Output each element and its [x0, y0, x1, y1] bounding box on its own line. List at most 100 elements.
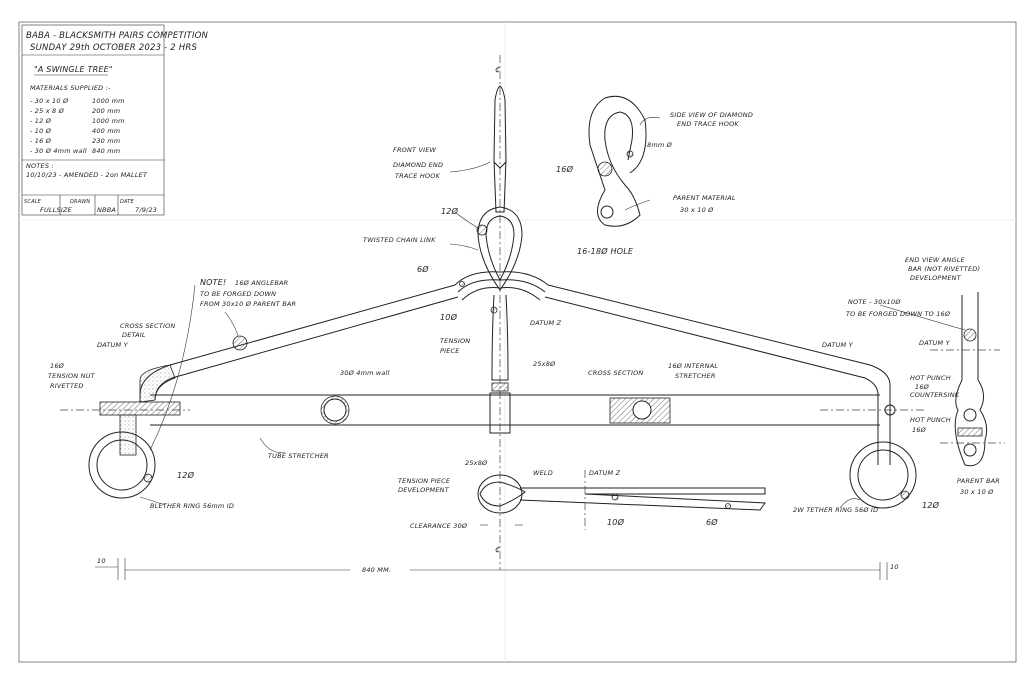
- label-clearance: CLEARANCE 30Ø: [410, 522, 468, 530]
- label-note: TO BE FORGED DOWN: [200, 290, 276, 298]
- label-tension-piece: TENSION: [440, 337, 470, 345]
- label-datum-z: DATUM Z: [589, 469, 621, 477]
- label-cs-detail: CROSS SECTION: [120, 322, 176, 330]
- label-end-view: END VIEW ANGLE: [905, 256, 966, 264]
- label-tension-piece: PIECE: [440, 347, 460, 355]
- label-side-view: SIDE VIEW OF DIAMOND: [670, 111, 753, 119]
- leader-lines: [139, 117, 966, 509]
- centerline-symbol: ¢: [495, 545, 500, 554]
- label-datum-y: DATUM Y: [919, 339, 951, 347]
- left-angle-bar: [99, 284, 459, 456]
- material-length: 200 mm: [92, 107, 120, 115]
- note-text: 10/10/23 - AMENDED - 2on MALLET: [26, 171, 148, 179]
- notes-heading: NOTES :: [26, 162, 54, 170]
- label-left-ring: BLETHER RING 56mm ID: [150, 502, 234, 510]
- label-right-ring: 2W TETHER RING 56Ø ID: [793, 506, 878, 514]
- material-item: - 30 x 10 Ø: [30, 97, 69, 105]
- label-12: 12Ø: [177, 470, 195, 480]
- drawn-value: NBBA: [97, 206, 116, 214]
- overall-dimension: [95, 558, 888, 580]
- label-internal-stretcher: 16Ø INTERNAL: [668, 362, 718, 370]
- drawn-label: DRAWN: [70, 199, 90, 205]
- label-6: 6Ø: [417, 264, 429, 274]
- material-item: - 10 Ø: [30, 127, 52, 135]
- label-note: 16Ø ANGLEBAR: [235, 279, 288, 287]
- label-end-view: DEVELOPMENT: [910, 274, 962, 282]
- material-length: 1000 mm: [92, 97, 125, 105]
- label-hot-punch: HOT PUNCH: [910, 374, 951, 382]
- end-view-angle-bar: [930, 292, 1005, 467]
- label-25x8: 25x8Ø: [465, 459, 488, 467]
- centerline-symbol: ¢: [495, 65, 500, 74]
- material-length: 840 mm: [92, 147, 120, 155]
- scale-label: SCALE: [24, 199, 42, 205]
- label-trace-hook: TRACE HOOK: [395, 172, 441, 180]
- label-parent-bar: 30 x 10 Ø: [960, 488, 994, 496]
- label-hot-punch: 16Ø: [915, 383, 930, 391]
- scale-value: FULLSIZE: [40, 206, 73, 214]
- label-datum-y: DATUM Y: [97, 341, 129, 349]
- label-front-view: FRONT VIEW: [393, 146, 437, 154]
- material-length: 400 mm: [92, 127, 120, 135]
- date-value: 7/9/23: [135, 206, 157, 214]
- label-10: 10Ø: [440, 312, 458, 322]
- label-tp-development: TENSION PIECE: [398, 477, 451, 485]
- label-tube: 30Ø 4mm wall: [340, 369, 390, 377]
- label-dimension-right: 10: [890, 563, 899, 571]
- label-note-title: NOTE!: [200, 278, 226, 287]
- side-view-hook: [588, 95, 647, 227]
- label-25x8: 25x8Ø: [533, 360, 556, 368]
- material-item: - 30 Ø 4mm wall: [30, 147, 87, 155]
- label-dimension-left: 10: [97, 557, 106, 565]
- right-tether-ring: [849, 441, 917, 509]
- tension-piece-development: [477, 470, 766, 530]
- label-cs-detail: DETAIL: [122, 331, 146, 339]
- label-dimension-total: 840 MM.: [362, 566, 391, 574]
- material-length: 1000 mm: [92, 117, 125, 125]
- title-line-1: BABA - BLACKSMITH PAIRS COMPETITION: [26, 31, 209, 41]
- label-twisted-chain-link: TWISTED CHAIN LINK: [363, 236, 436, 244]
- label-tension-nut: RIVETTED: [50, 382, 84, 390]
- label-tension-nut: 16Ø: [50, 362, 65, 370]
- label-datum-y: DATUM Y: [822, 341, 854, 349]
- label-note: FROM 30x10 Ø PARENT BAR: [200, 300, 296, 308]
- material-item: - 12 Ø: [30, 117, 52, 125]
- label-16: 16Ø: [556, 164, 574, 174]
- label-note-right: NOTE - 30x10Ø: [848, 298, 901, 306]
- label-hot-punch: COUNTERSINK: [910, 391, 960, 399]
- label-side-view: END TRACE HOOK: [677, 120, 739, 128]
- label-cross-section: CROSS SECTION: [588, 369, 644, 377]
- sheet-border: [18, 21, 1017, 663]
- label-tp-development: DEVELOPMENT: [398, 486, 450, 494]
- label-hole: 16-18Ø HOLE: [577, 246, 634, 256]
- label-parent-material: PARENT MATERIAL: [673, 194, 736, 202]
- title-block: BABA - BLACKSMITH PAIRS COMPETITION SUND…: [21, 24, 209, 216]
- label-hot-punch: HOT PUNCH: [910, 416, 951, 424]
- front-view-hook: [454, 85, 549, 434]
- tube-stretcher: [60, 394, 925, 426]
- material-length: 230 mm: [92, 137, 120, 145]
- materials-list: - 30 x 10 Ø 1000 mm - 25 x 8 Ø 200 mm - …: [30, 97, 125, 155]
- materials-heading: MATERIALS SUPPLIED :-: [30, 84, 111, 92]
- material-item: - 25 x 8 Ø: [30, 107, 65, 115]
- annotations: FRONT VIEW DIAMOND END TRACE HOOK SIDE V…: [48, 111, 1000, 574]
- label-end-view: BAR (NOT RIVETTED): [908, 265, 980, 273]
- label-parent-bar: PARENT BAR: [957, 477, 1000, 485]
- label-weld: WELD: [533, 469, 553, 477]
- label-note-right: TO BE FORGED DOWN TO 16Ø: [846, 310, 951, 318]
- label-datum-z: DATUM Z: [530, 319, 562, 327]
- label-6: 6Ø: [706, 517, 718, 527]
- label-8mm: 8mm Ø: [647, 141, 673, 149]
- date-label: DATE: [120, 199, 135, 205]
- title-line-2: SUNDAY 29th OCTOBER 2023 - 2 HRS: [30, 43, 197, 53]
- label-12: 12Ø: [922, 500, 940, 510]
- label-tension-nut: TENSION NUT: [48, 372, 96, 380]
- label-12: 12Ø: [441, 206, 459, 216]
- label-10: 10Ø: [607, 517, 625, 527]
- material-item: - 16 Ø: [30, 137, 52, 145]
- project-name: "A SWINGLE TREE": [34, 65, 113, 74]
- label-hot-punch: 16Ø: [912, 426, 927, 434]
- label-diamond-end: DIAMOND END: [393, 161, 443, 169]
- label-internal-stretcher: STRETCHER: [675, 372, 716, 380]
